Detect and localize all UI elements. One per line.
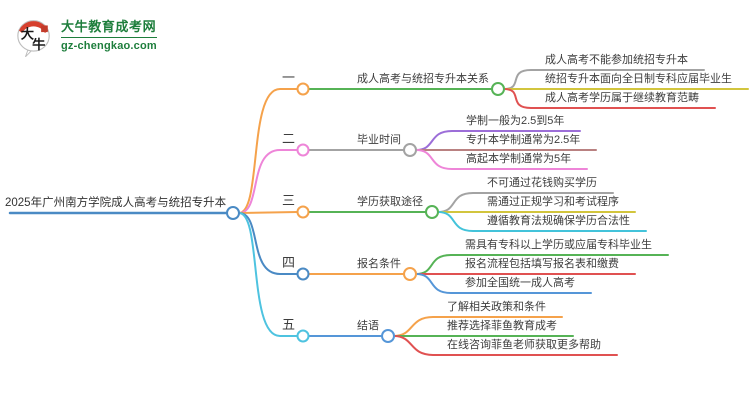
branch-3-topic-circle (425, 205, 439, 219)
branch-3-number-circle (296, 205, 310, 219)
branch-4-number-circle (296, 267, 310, 281)
branch-3-leaf-3-line (437, 211, 647, 232)
branch-1-number-circle (296, 82, 310, 96)
branch-5-leaf-1-line (393, 316, 563, 337)
logo-divider (61, 37, 157, 38)
logo-red-hat (18, 21, 49, 34)
branch-4-leaf-3-line (415, 273, 592, 294)
branch-2-curve (238, 149, 299, 214)
branch-3-leaf-1-line (437, 192, 614, 213)
branch-5-number-circle (296, 329, 310, 343)
site-url: gz-chengkao.com (61, 40, 157, 52)
site-title: 大牛教育成考网 (61, 19, 157, 34)
branch-2-leaf-1-line (415, 130, 581, 151)
branch-2-topic-circle (403, 143, 417, 157)
branch-1-leaf-1-line (503, 69, 705, 90)
logo-seal (41, 25, 48, 33)
branch-5-curve (238, 212, 299, 337)
logo-text-block: 大牛教育成考网 gz-chengkao.com (61, 16, 157, 52)
branch-1-topic-circle (491, 82, 505, 96)
branch-1-curve (238, 88, 299, 214)
branch-4-curve (238, 212, 299, 275)
branch-4-topic-circle (403, 267, 417, 281)
branch-2-leaf-3-line (415, 149, 588, 170)
branch-5-topic-circle (381, 329, 395, 343)
site-logo[interactable]: 大 牛 大牛教育成考网 gz-chengkao.com (15, 11, 157, 57)
branch-4-leaf-1-line (415, 254, 669, 275)
branch-5-leaf-3-line (393, 335, 618, 356)
branch-1-leaf-3-line (503, 88, 716, 109)
branch-3-curve (238, 211, 299, 214)
branch-2-number-circle (296, 143, 310, 157)
daniu-logo-icon: 大 牛 (17, 20, 50, 57)
logo-badge-char1: 大 (21, 26, 35, 42)
logo-badge-char2: 牛 (32, 36, 45, 52)
root-node-circle (226, 206, 240, 220)
